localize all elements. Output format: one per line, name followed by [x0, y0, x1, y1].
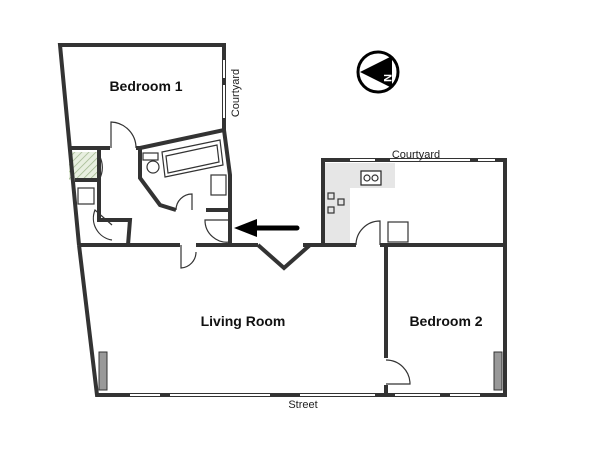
courtyard-label-bedroom: Courtyard — [230, 69, 242, 117]
street-label: Street — [288, 399, 317, 411]
radiator — [493, 351, 503, 391]
north-compass-icon: N — [356, 50, 400, 94]
entrance-arrow-icon — [234, 219, 300, 237]
sink-icon — [360, 170, 382, 186]
courtyard-label-kitchen: Courtyard — [392, 149, 440, 161]
toilet-icon — [142, 152, 160, 174]
bathtub-icon — [161, 139, 224, 178]
shower-icon — [77, 187, 95, 205]
kitchen-counter — [325, 163, 395, 243]
room-label-living-room: Living Room — [201, 313, 286, 329]
room-label-bedroom-1: Bedroom 1 — [109, 78, 182, 94]
windows — [130, 60, 495, 396]
radiator — [98, 351, 108, 391]
room-label-bedroom-2: Bedroom 2 — [409, 313, 482, 329]
stove-icon — [327, 192, 345, 214]
doors — [92, 121, 411, 385]
basin-icon — [210, 174, 227, 196]
svg-text:N: N — [381, 74, 393, 82]
fridge-icon — [387, 221, 409, 243]
walls — [57, 43, 507, 397]
